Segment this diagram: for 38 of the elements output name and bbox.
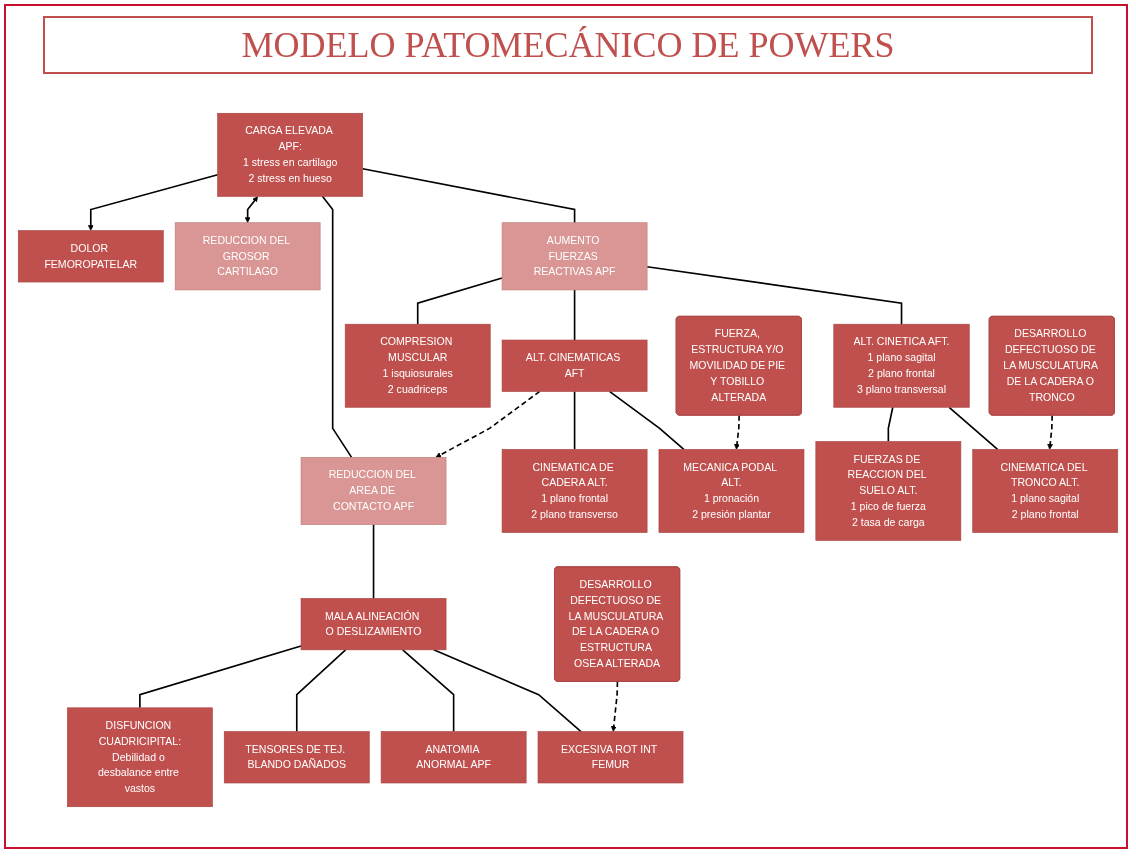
node-box: ALT. CINEMATICAS AFT bbox=[501, 339, 648, 392]
connector bbox=[573, 289, 576, 341]
node-box: FUERZAS DE REACCION DEL SUELO ALT. 1 pico de fuerza 2 tasa de carga bbox=[815, 441, 962, 541]
node-box: EXCESIVA ROT INT FEMUR bbox=[537, 731, 684, 784]
connector bbox=[608, 390, 685, 451]
connector bbox=[321, 195, 353, 459]
node-box: COMPRESION MUSCULAR 1 isquiosurales 2 cuadriceps bbox=[344, 323, 491, 408]
connector bbox=[295, 649, 347, 733]
node-box: DOLOR FEMOROPATELAR bbox=[17, 230, 164, 283]
arrow bbox=[244, 196, 258, 223]
node-box: REDUCCION DEL AREA DE CONTACTO APF bbox=[300, 457, 447, 525]
connector bbox=[139, 645, 302, 709]
node-box: MECANICA PODAL ALT. 1 pronación 2 presión plantar bbox=[658, 449, 805, 533]
node-box: CINEMATICA DEL TRONCO ALT. 1 plano sagital 2 plano frontal bbox=[972, 449, 1119, 533]
node-box: ANATOMIA ANORMAL APF bbox=[380, 731, 527, 784]
connector bbox=[416, 277, 503, 326]
connector bbox=[361, 167, 576, 224]
arrow bbox=[87, 173, 219, 231]
connector bbox=[887, 406, 894, 443]
arrow bbox=[435, 390, 541, 458]
node-box: CINEMATICA DE CADERA ALT. 1 plano frontal 2 plano transverso bbox=[501, 449, 648, 533]
node-box: ALT. CINETICA AFT. 1 plano sagital 2 plano frontal 3 plano transversal bbox=[833, 323, 970, 408]
node-box: REDUCCION DEL GROSOR CARTILAGO bbox=[174, 222, 321, 291]
connector bbox=[401, 649, 455, 733]
node-box: DISFUNCION CUADRICIPITAL: Debilidad o desbalance entre vastos bbox=[67, 707, 213, 808]
connector bbox=[372, 523, 375, 600]
node-box: MALA ALINEACIÓN O DESLIZAMIENTO bbox=[300, 598, 447, 651]
arrow bbox=[610, 680, 619, 732]
connector bbox=[948, 406, 999, 451]
node-box: CARGA ELEVADA APF: 1 stress en cartilago 2 stress en hueso bbox=[217, 112, 363, 197]
node-box: AUMENTO FUERZAS REACTIVAS APF bbox=[501, 222, 648, 291]
title: MODELO PATOMECÁNICO DE POWERS bbox=[43, 16, 1093, 74]
connector bbox=[573, 390, 576, 451]
connector bbox=[432, 649, 582, 733]
connector bbox=[646, 265, 903, 326]
arrow bbox=[734, 414, 740, 450]
node-box: TENSORES DE TEJ. BLANDO DAÑADOS bbox=[223, 731, 370, 784]
arrow bbox=[1047, 414, 1054, 450]
